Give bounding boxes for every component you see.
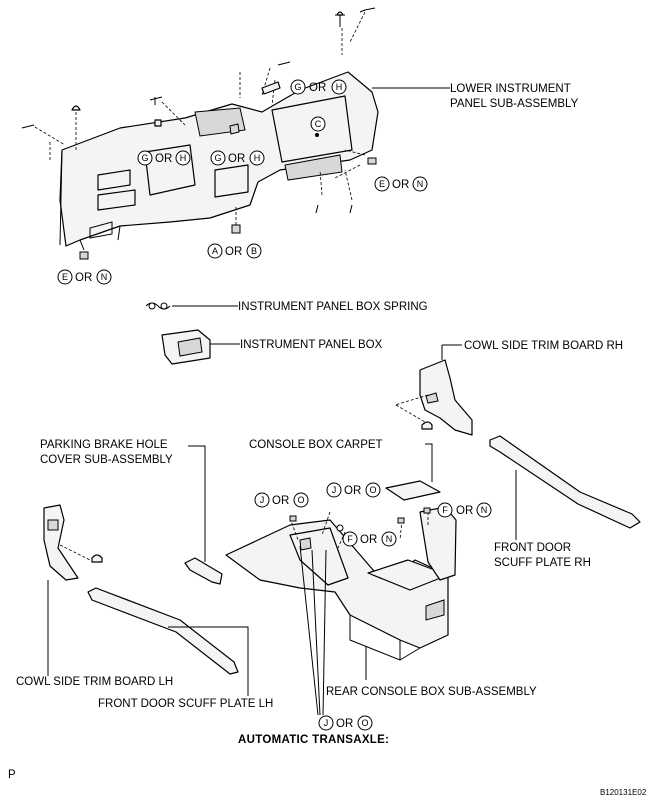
- callout-g-or-h-left: G OR H: [137, 150, 191, 166]
- svg-text:OR: OR: [360, 534, 377, 546]
- label-scuff-lh: FRONT DOOR SCUFF PLATE LH: [98, 698, 273, 710]
- svg-text:OR: OR: [272, 495, 289, 507]
- scuff-lh-drawing: [87, 587, 249, 696]
- svg-text:G: G: [294, 82, 301, 92]
- svg-text:J: J: [332, 485, 337, 495]
- rear-console-drawing: [225, 506, 457, 680]
- svg-text:OR: OR: [155, 153, 172, 165]
- svg-text:OR: OR: [336, 718, 353, 730]
- label-instrument-box: INSTRUMENT PANEL BOX: [240, 339, 383, 351]
- svg-text:OR: OR: [228, 153, 245, 165]
- label-scuff-rh-line2: SCUFF PLATE RH: [494, 557, 591, 569]
- callout-f-or-n-right: F OR N: [437, 502, 492, 518]
- callout-g-or-h-top: G OR H: [290, 79, 347, 95]
- callout-j-or-o-bottom: J OR O: [318, 715, 373, 731]
- scuff-rh-drawing: [489, 435, 641, 540]
- callout-c: C: [310, 116, 326, 132]
- callout-j-or-o-right: J OR O: [326, 482, 381, 498]
- svg-text:O: O: [361, 718, 368, 728]
- label-lower-panel-line2: PANEL SUB-ASSEMBLY: [450, 98, 579, 110]
- callout-g-or-h-mid: G OR H: [210, 150, 265, 166]
- label-automatic-transaxle: AUTOMATIC TRANSAXLE:: [238, 734, 389, 746]
- svg-text:E: E: [379, 179, 385, 189]
- cowl-lh-drawing: [43, 504, 103, 676]
- callout-j-or-o-left: J OR O: [254, 492, 309, 508]
- svg-text:H: H: [254, 153, 261, 163]
- label-cowl-lh: COWL SIDE TRIM BOARD LH: [16, 676, 173, 688]
- cowl-rh-drawing: [394, 344, 473, 436]
- svg-text:F: F: [442, 505, 448, 515]
- svg-text:A: A: [212, 246, 218, 256]
- svg-text:O: O: [369, 485, 376, 495]
- svg-text:OR: OR: [344, 485, 361, 497]
- svg-text:E: E: [62, 272, 68, 282]
- spring-drawing: [145, 302, 238, 310]
- svg-text:G: G: [141, 153, 148, 163]
- svg-text:F: F: [347, 534, 353, 544]
- label-rear-console: REAR CONSOLE BOX SUB-ASSEMBLY: [326, 686, 537, 698]
- instrument-box-drawing: [161, 329, 240, 365]
- svg-text:N: N: [386, 534, 393, 544]
- label-cowl-rh: COWL SIDE TRIM BOARD RH: [464, 340, 623, 352]
- label-lower-panel-line1: LOWER INSTRUMENT: [450, 83, 571, 95]
- svg-text:OR: OR: [75, 272, 92, 284]
- svg-text:N: N: [101, 272, 108, 282]
- lower-instrument-panel-drawing: [21, 7, 450, 260]
- svg-text:B: B: [251, 246, 257, 256]
- svg-text:J: J: [324, 718, 329, 728]
- svg-text:H: H: [180, 153, 187, 163]
- svg-text:OR: OR: [392, 179, 409, 191]
- svg-text:OR: OR: [456, 505, 473, 517]
- svg-text:H: H: [336, 82, 343, 92]
- svg-text:J: J: [260, 495, 265, 505]
- svg-text:N: N: [417, 179, 424, 189]
- svg-text:C: C: [315, 119, 322, 129]
- label-parking-line2: COVER SUB-ASSEMBLY: [40, 454, 173, 466]
- svg-text:OR: OR: [225, 246, 242, 258]
- label-parking-line1: PARKING BRAKE HOLE: [40, 439, 168, 451]
- callout-e-or-n-left: E OR N: [57, 269, 112, 285]
- parking-brake-cover-drawing: [184, 445, 223, 585]
- callout-e-or-n-right: E OR N: [374, 176, 428, 192]
- svg-text:G: G: [214, 153, 221, 163]
- transaxle-leader-lines: [299, 545, 327, 716]
- figure-code: B120131E02: [600, 788, 647, 797]
- callout-f-or-n-mid: F OR N: [342, 531, 397, 547]
- svg-text:N: N: [481, 505, 488, 515]
- label-scuff-rh-line1: FRONT DOOR: [494, 542, 571, 554]
- label-carpet: CONSOLE BOX CARPET: [249, 439, 383, 451]
- svg-text:OR: OR: [309, 82, 326, 94]
- label-spring: INSTRUMENT PANEL BOX SPRING: [238, 301, 428, 313]
- svg-text:O: O: [297, 495, 304, 505]
- corner-p: P: [8, 769, 16, 781]
- callout-a-or-b: A OR B: [207, 243, 262, 259]
- carpet-drawing: [385, 443, 441, 501]
